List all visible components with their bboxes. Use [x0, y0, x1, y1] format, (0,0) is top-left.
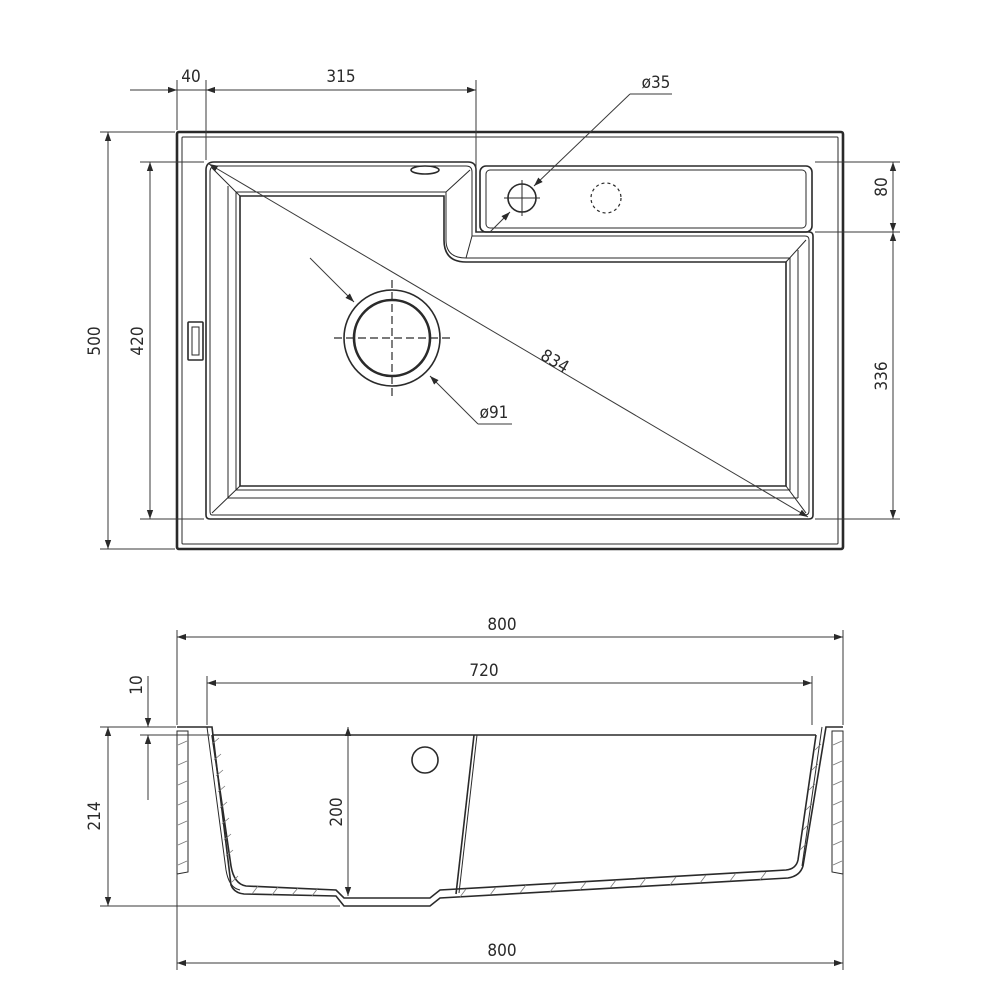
dim-total-width-label: 800 — [487, 615, 516, 635]
bowl-floor — [239, 195, 787, 487]
overflow-hole — [410, 165, 440, 175]
right-rim-block — [831, 730, 844, 875]
dim-rim-offset-label: 40 — [181, 67, 200, 87]
dim-bowl-to-drainer-label: 315 — [326, 67, 355, 87]
dim-base-width-label: 800 — [487, 941, 516, 961]
dim-rim-thickness-label: 10 — [127, 675, 147, 694]
drainer-shelf — [479, 165, 813, 233]
diagonal-dimension-line — [208, 163, 809, 518]
dim-bowl-front-label: 336 — [872, 361, 892, 390]
sink-shell-profile — [177, 726, 843, 907]
dim-drainer-depth-label: 80 — [872, 177, 892, 196]
sink-outer-outline — [175, 130, 845, 551]
left-rim-block — [176, 730, 189, 875]
wall-hatching — [211, 737, 822, 898]
dim-total-height-label: 214 — [85, 801, 105, 830]
optional-tap-hole — [590, 182, 622, 214]
dim-total-depth-label: 500 — [85, 326, 105, 355]
dim-bowl-depth-label: 420 — [128, 326, 148, 355]
side-view: 800 720 10 214 200 800 — [85, 615, 844, 970]
overflow-slot — [187, 321, 204, 361]
side-tap-hole — [411, 746, 439, 774]
drainer-step — [455, 734, 475, 895]
dim-diagonal-label: 834 — [537, 346, 572, 378]
dim-bowl-height-label: 200 — [327, 797, 347, 826]
dim-drain-label: ø91 — [480, 403, 509, 423]
dim-tap-hole-label: ø35 — [642, 73, 671, 93]
top-view: 834 ø91 ø35 40 315 500 420 80 — [85, 67, 900, 551]
dim-inner-width-label: 720 — [469, 661, 498, 681]
